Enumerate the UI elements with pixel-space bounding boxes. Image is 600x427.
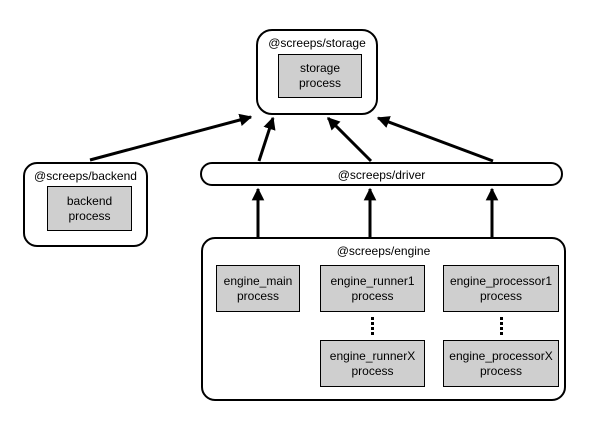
engine-processorX-process-box: engine_processorX process	[443, 340, 559, 387]
arrow-backend-to-storage	[89, 113, 253, 162]
backend-process-box: backend process	[47, 186, 132, 231]
arrow-driver-to-storage-right	[376, 116, 494, 163]
engine-runnerX-process-box: engine_runnerX process	[320, 340, 425, 387]
node-screeps-storage: @screeps/storage storage process	[256, 29, 378, 115]
node-screeps-backend: @screeps/backend backend process	[23, 162, 148, 247]
node-screeps-engine: @screeps/engine engine_main process engi…	[201, 237, 566, 401]
node-screeps-driver: @screeps/driver	[200, 162, 563, 186]
storage-node-label: @screeps/storage	[268, 36, 366, 50]
vertical-ellipsis-icon	[367, 317, 377, 337]
vertical-ellipsis-icon	[496, 317, 506, 337]
arrow-driver-to-storage-mid	[326, 116, 373, 163]
engine-main-process-box: engine_main process	[216, 265, 300, 312]
engine-node-label: @screeps/engine	[336, 244, 431, 258]
engine-processor1-process-box: engine_processor1 process	[443, 265, 559, 312]
engine-runner1-process-box: engine_runner1 process	[320, 265, 425, 312]
driver-node-label: @screeps/driver	[337, 168, 426, 182]
backend-node-label: @screeps/backend	[34, 169, 137, 183]
arrow-driver-to-storage-left	[257, 116, 276, 162]
storage-process-box: storage process	[278, 54, 362, 98]
